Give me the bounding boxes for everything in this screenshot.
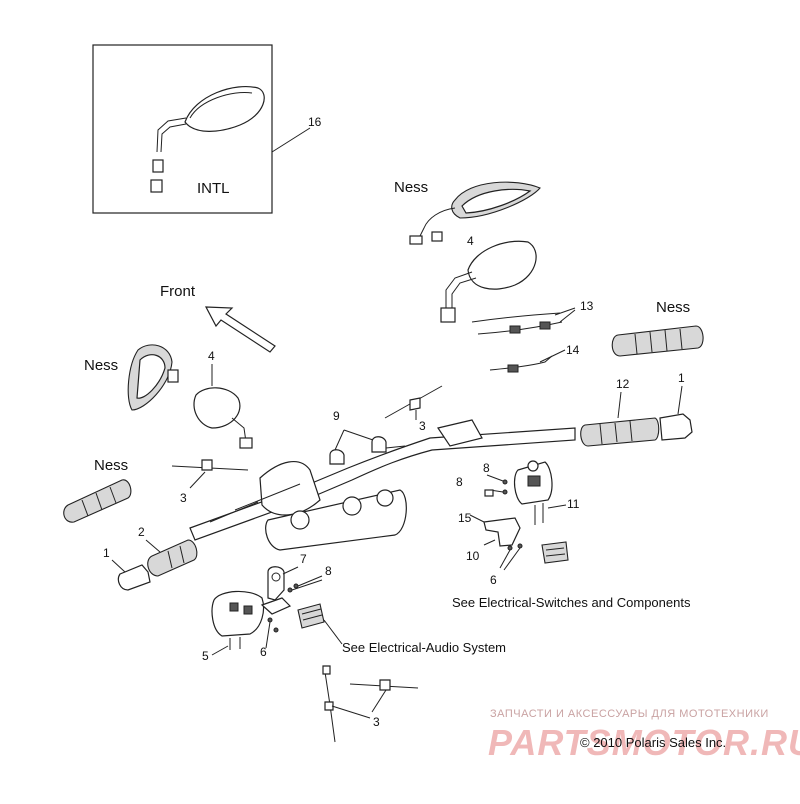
mirror-right-icon xyxy=(440,240,537,323)
left-bracket-icon xyxy=(260,566,292,615)
watermark-logo: PARTSMOTOR.RU xyxy=(488,722,800,763)
callout-3-mid: 3 xyxy=(419,419,426,433)
callout-3-bottom: 3 xyxy=(373,715,380,729)
ness-label-left-mirror: Ness xyxy=(84,357,118,374)
callout-11: 11 xyxy=(567,497,580,511)
right-screws-icon xyxy=(484,474,567,525)
watermark-text: ЗАПЧАСТИ И АКСЕССУАРЫ ДЛЯ МОТОТЕХНИКИ xyxy=(490,708,769,720)
cable-tie-left-icon xyxy=(171,459,249,489)
cable-tie-mid-icon xyxy=(384,385,443,420)
callout-1-right: 1 xyxy=(678,371,685,385)
grip-right-icon xyxy=(580,417,660,447)
ness-label-right: Ness xyxy=(656,299,690,316)
handlebar-assembly-icon xyxy=(189,419,576,551)
callout-10: 10 xyxy=(466,549,480,563)
callout-9: 9 xyxy=(333,409,340,423)
ness-label-left-grip: Ness xyxy=(94,457,128,474)
front-arrow-icon xyxy=(204,306,276,353)
callout-3-left: 3 xyxy=(180,491,187,505)
callout-5: 5 xyxy=(202,649,209,663)
note-electrical-audio: See Electrical-Audio System xyxy=(342,640,506,655)
callout-16: 16 xyxy=(308,115,322,129)
callout-15: 15 xyxy=(458,511,472,525)
front-label: Front xyxy=(160,283,196,300)
left-switch-pad-icon xyxy=(297,603,325,629)
left-screws-icon xyxy=(229,575,323,650)
callout-8-right-top: 8 xyxy=(483,461,490,475)
cable-clips-icon xyxy=(329,429,406,465)
cable-tie-bottom-icon xyxy=(322,665,419,743)
right-switch-pad-icon xyxy=(541,541,569,564)
note-electrical-switches: See Electrical-Switches and Components xyxy=(452,595,691,610)
intl-inset: INTL 16 xyxy=(92,44,322,214)
bar-end-right-icon xyxy=(659,413,693,441)
right-bracket-icon xyxy=(469,514,523,571)
callout-1-left: 1 xyxy=(103,546,110,560)
callout-6-left: 6 xyxy=(260,645,267,659)
grip-left-icon xyxy=(147,539,198,577)
intl-mirror-icon xyxy=(150,86,265,193)
callout-12: 12 xyxy=(616,377,630,391)
ness-grip-right-icon xyxy=(611,325,704,357)
callout-14: 14 xyxy=(566,343,580,357)
callout-7: 7 xyxy=(300,552,307,566)
callout-2: 2 xyxy=(138,525,145,539)
ness-mirror-top-icon xyxy=(409,181,541,245)
ness-grip-left-icon xyxy=(63,479,132,523)
callout-8-right-mid: 8 xyxy=(456,475,463,489)
callout-8-left: 8 xyxy=(325,564,332,578)
copyright-text: © 2010 Polaris Sales Inc. xyxy=(580,735,727,750)
right-switch-housing-icon xyxy=(513,460,553,505)
bar-end-left-icon xyxy=(117,564,151,591)
callout-13: 13 xyxy=(580,299,594,313)
left-switch-housing-icon xyxy=(211,590,265,637)
throttle-cables-icon xyxy=(471,307,576,373)
ness-mirror-left-icon xyxy=(127,344,179,411)
callout-4-top: 4 xyxy=(467,234,474,248)
callout-4-left: 4 xyxy=(208,349,215,363)
ness-label-top: Ness xyxy=(394,179,428,196)
intl-label: INTL xyxy=(197,180,230,197)
mirror-left-icon xyxy=(193,387,253,449)
callout-6-right: 6 xyxy=(490,573,497,587)
